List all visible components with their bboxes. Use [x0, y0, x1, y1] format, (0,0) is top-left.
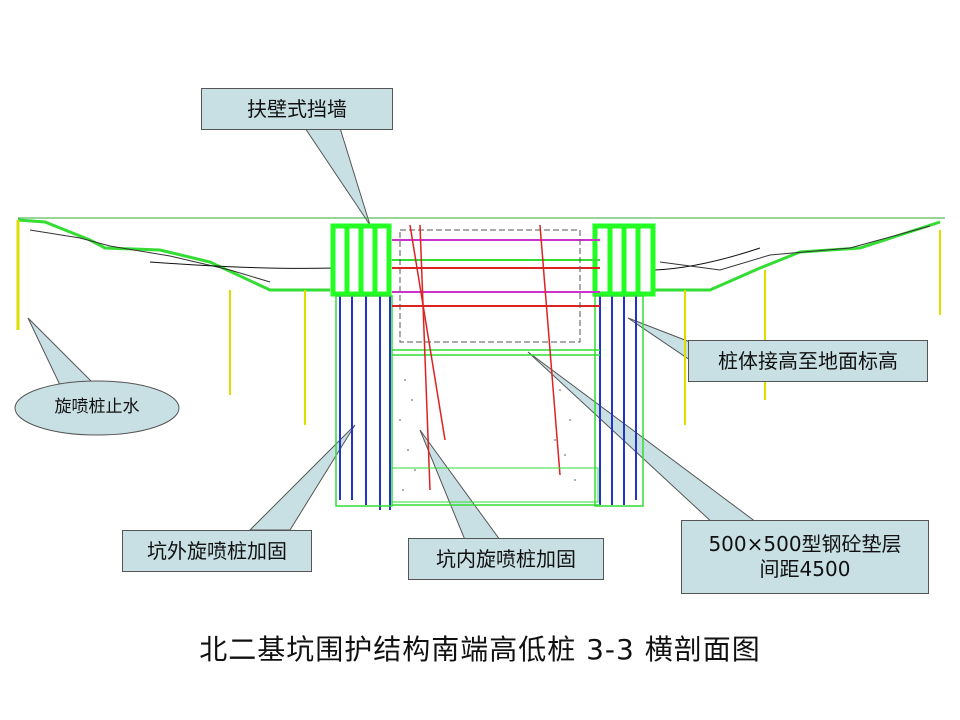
left-buttress-wall: [330, 223, 392, 297]
soil-curve: [149, 261, 336, 269]
right-buttress-wall: [592, 223, 656, 297]
left-slope: [17, 218, 330, 292]
right-slope-thin: [659, 225, 931, 271]
left-slope-thin: [29, 229, 271, 283]
central-structure: [399, 229, 581, 343]
buttress-wall-pointer: [304, 127, 371, 226]
diagonal-braces: [409, 224, 561, 491]
buttress-wall-callout: 扶壁式挡墙: [201, 88, 393, 130]
left-piles: [339, 296, 391, 510]
soil-curve-right: [654, 247, 761, 271]
soil-stipple: [399, 379, 581, 491]
pit-outline: [335, 295, 644, 507]
right-piles: [599, 296, 637, 505]
pit-bottom: [391, 467, 599, 503]
right-slope: [655, 220, 941, 292]
jet-pile-water-ellipse: [14, 380, 180, 436]
outside-jet-pile-callout: 坑外旋喷桩加固: [122, 530, 312, 572]
inside-jet-pile-pointer: [419, 429, 501, 541]
pile-extend-callout: 桩体接高至地面标高: [688, 340, 928, 382]
pile-extend-pointer: [627, 317, 691, 361]
internal-supports: [392, 239, 600, 307]
jet-pile-water-pointer: [27, 317, 97, 386]
jet-pile-water-callout: 旋喷桩止水: [54, 397, 140, 418]
inside-jet-pile-callout: 坑内旋喷桩加固: [408, 538, 604, 580]
cushion-callout: 500×500型钢砼垫层 间距4500: [681, 520, 929, 594]
page-title: 北二基坑围护结构南端高低桩 3-3 横剖面图: [199, 633, 761, 666]
